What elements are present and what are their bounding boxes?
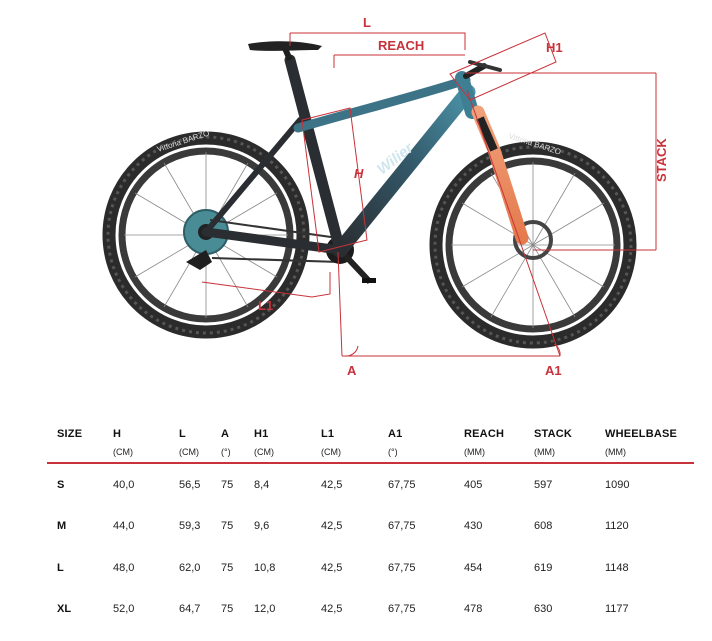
col-unit-stack: (MM)	[534, 447, 555, 457]
table-row-m-a: 75	[221, 520, 234, 532]
table-row-l-h: 48,0	[113, 562, 135, 574]
table-row-s-a: 75	[221, 479, 234, 491]
table-row-l-reach: 454	[464, 562, 483, 574]
table-row-l-stack: 619	[534, 562, 553, 574]
fork-stanchion	[476, 116, 498, 152]
col-unit-wheelbase: (MM)	[605, 447, 626, 457]
table-row-l-a: 75	[221, 562, 234, 574]
table-row-xl-l1: 42,5	[321, 603, 343, 615]
rear-derailleur	[186, 250, 212, 270]
col-unit-l1: (CM)	[321, 447, 341, 457]
table-row-xl-stack: 630	[534, 603, 553, 615]
label-L1: L1	[258, 298, 273, 313]
col-header-h: H	[113, 428, 122, 440]
table-row-m-wheelbase: 1120	[605, 520, 629, 532]
table-row-s-l: 56,5	[179, 479, 201, 491]
table-row-l-h1: 10,8	[254, 562, 276, 574]
table-row-m-l1: 42,5	[321, 520, 343, 532]
col-header-a: A	[221, 428, 230, 440]
stem	[463, 63, 487, 79]
reach-dimension	[333, 54, 465, 68]
col-unit-h1: (CM)	[254, 447, 274, 457]
col-header-l1: L1	[321, 428, 335, 440]
front-rim	[445, 157, 621, 333]
table-row-xl-a1: 67,75	[388, 603, 416, 615]
table-row-xl-reach: 478	[464, 603, 483, 615]
angle-A-arc	[344, 345, 359, 357]
angle-construction	[337, 89, 561, 357]
down-tube	[332, 84, 476, 258]
geometry-lines	[201, 32, 657, 357]
table-row-s-wheelbase: 1090	[605, 479, 630, 491]
head-tube	[455, 71, 479, 119]
label-reach: REACH	[378, 38, 424, 53]
stack-dimension	[465, 72, 657, 251]
table-row-l-a1: 67,75	[388, 562, 416, 574]
table-row-m-a1: 67,75	[388, 520, 416, 532]
label-A: A	[347, 363, 357, 378]
table-row-s-reach: 405	[464, 479, 483, 491]
table-row-m-h: 44,0	[113, 520, 135, 532]
table-row-m-size: M	[57, 520, 67, 532]
rear-tire-tread	[106, 135, 306, 335]
col-unit-h: (CM)	[113, 447, 133, 457]
table-row-xl-size: XL	[57, 603, 72, 615]
col-header-l: L	[179, 428, 186, 440]
brake-rotor	[513, 220, 553, 260]
chainstay	[201, 227, 345, 255]
col-header-reach: REACH	[464, 428, 505, 440]
table-row-s-h: 40,0	[113, 479, 135, 491]
table-row-m-l: 59,3	[179, 520, 201, 532]
H1-box	[449, 32, 557, 101]
rear-rim	[118, 147, 294, 323]
pedal	[362, 278, 376, 283]
seat-tube	[284, 54, 346, 256]
table-row-xl-a: 75	[221, 603, 234, 615]
col-unit-a1: (°)	[388, 447, 398, 457]
table-row-l-wheelbase: 1148	[605, 562, 629, 574]
table-row-xl-h1: 12,0	[254, 603, 276, 615]
table-row-m-reach: 430	[464, 520, 483, 532]
L1-dimension	[201, 272, 331, 298]
seatstay	[203, 117, 303, 235]
front-tire-tread	[433, 145, 633, 345]
col-header-size: SIZE	[57, 428, 83, 440]
table-row-s-stack: 597	[534, 479, 553, 491]
col-unit-a: (°)	[221, 447, 231, 457]
table-row-l-size: L	[57, 562, 64, 574]
col-header-stack: STACK	[534, 428, 573, 440]
col-header-a1: A1	[388, 428, 403, 440]
geometry-table: SIZE H L A H1 L1 A1 REACH STACK WHEELBAS…	[0, 400, 712, 641]
table-row-l-l1: 42,5	[321, 562, 343, 574]
front-tire	[429, 141, 637, 349]
table-row-l-l: 62,0	[179, 562, 201, 574]
table-row-xl-wheelbase: 1177	[605, 603, 629, 615]
table-row-m-stack: 608	[534, 520, 553, 532]
bike-geometry-diagram: Vittoria BARZO Vittoria BARZO Wilier	[102, 15, 669, 378]
bike-frame: Wilier	[201, 54, 479, 258]
H-box	[301, 107, 368, 253]
angle-A1-arc	[553, 343, 561, 357]
table-row-xl-l: 64,7	[179, 603, 201, 615]
L-dimension	[289, 32, 466, 50]
label-stack: STACK	[654, 138, 669, 182]
col-header-wheelbase: WHEELBASE	[605, 428, 678, 440]
table-row-s-l1: 42,5	[321, 479, 343, 491]
col-unit-reach: (MM)	[464, 447, 485, 457]
table-row-xl-h: 52,0	[113, 603, 135, 615]
label-H: H	[354, 166, 364, 181]
top-tube	[293, 75, 471, 133]
col-header-h1: H1	[254, 428, 269, 440]
table-row-m-h1: 9,6	[254, 520, 270, 532]
header-divider	[47, 462, 694, 464]
table-row-s-h1: 8,4	[254, 479, 270, 491]
label-H1: H1	[546, 40, 563, 55]
label-L: L	[363, 15, 371, 30]
label-A1: A1	[545, 363, 562, 378]
front-wheel: Vittoria BARZO	[429, 131, 637, 349]
table-row-s-a1: 67,75	[388, 479, 416, 491]
col-unit-l: (CM)	[179, 447, 199, 457]
saddle	[248, 41, 322, 51]
table-row-s-size: S	[57, 479, 65, 491]
